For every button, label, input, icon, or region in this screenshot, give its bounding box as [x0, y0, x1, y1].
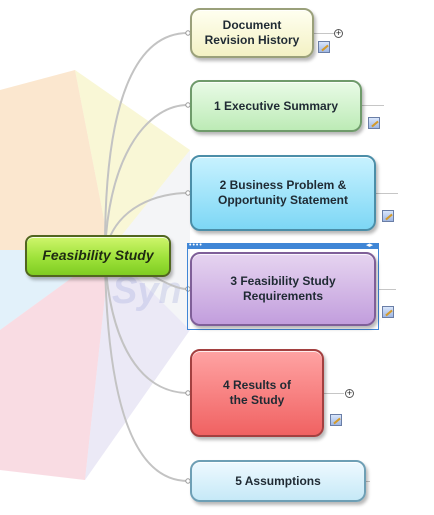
watermark-text: Syn [112, 270, 182, 312]
topic-label-line: Document [222, 18, 282, 32]
topic-assumptions[interactable]: 5 Assumptions [190, 460, 366, 502]
drag-handle-icon[interactable]: •••• [189, 242, 203, 249]
notes-icon[interactable] [368, 117, 380, 129]
topic-label-line: 3 Feasibility Study [230, 274, 336, 288]
notes-icon[interactable] [318, 41, 330, 53]
topic-document-revision-history[interactable]: Document Revision History [190, 8, 314, 58]
topic-label-line: the Study [229, 393, 285, 407]
topic-label-line: Requirements [242, 289, 324, 303]
connector-stub [314, 33, 334, 34]
topic-results-of-the-study[interactable]: 4 Results of the Study [190, 349, 324, 437]
topic-feasibility-study-requirements[interactable]: 3 Feasibility Study Requirements [190, 252, 376, 326]
notes-icon[interactable] [330, 414, 342, 426]
notes-icon[interactable] [382, 210, 394, 222]
topic-label-line: 2 Business Problem & [219, 178, 347, 192]
topic-executive-summary[interactable]: 1 Executive Summary [190, 80, 362, 132]
resize-handle-icon[interactable]: ◂▸ [366, 242, 374, 249]
topic-label: 5 Assumptions [235, 473, 321, 488]
notes-icon[interactable] [382, 306, 394, 318]
connector-stub [378, 289, 396, 290]
connector-stub [376, 193, 398, 194]
selection-handle-bar[interactable] [187, 243, 379, 249]
topic-business-problem[interactable]: 2 Business Problem & Opportunity Stateme… [190, 155, 376, 231]
topic-label-line: Revision History [204, 33, 300, 47]
connector-stub [362, 105, 384, 106]
topic-label-line: 4 Results of [222, 378, 291, 392]
connector-stub [366, 481, 370, 482]
topic-label: 1 Executive Summary [213, 98, 339, 113]
central-topic[interactable]: Feasibility Study [25, 235, 171, 277]
connector-stub [324, 393, 344, 394]
topic-label-line: Opportunity Statement [217, 193, 348, 207]
expand-subtopics-icon[interactable]: + [345, 388, 354, 398]
expand-subtopics-icon[interactable]: + [334, 28, 343, 38]
central-topic-label: Feasibility Study [42, 247, 154, 264]
